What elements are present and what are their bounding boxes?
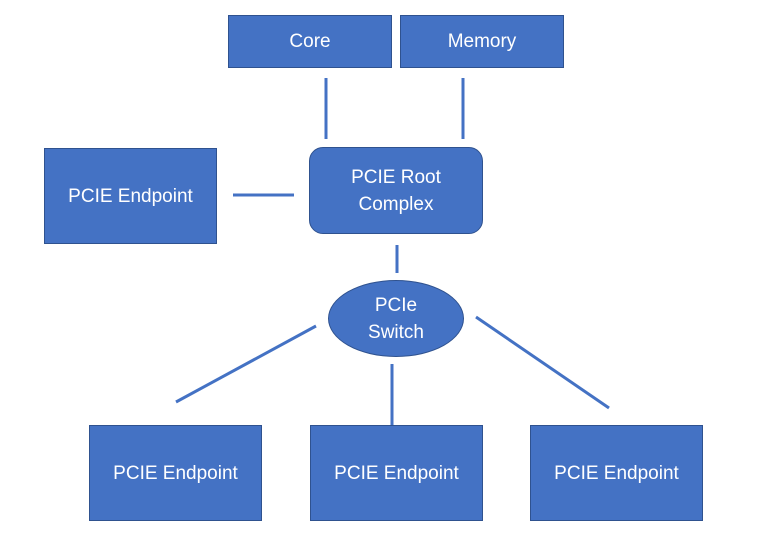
endpoint-2-label: PCIE Endpoint — [334, 462, 459, 484]
endpoint-3-label: PCIE Endpoint — [554, 462, 679, 484]
memory-box: Memory — [400, 15, 564, 68]
switch-to-endpoint-1-connector — [175, 324, 317, 404]
left-endpoint-box: PCIE Endpoint — [44, 148, 217, 244]
core-box: Core — [228, 15, 392, 68]
root-complex-label-line1: PCIE Root — [351, 166, 441, 188]
left-endpoint-label: PCIE Endpoint — [68, 185, 193, 207]
switch-label-line1: PCIe — [374, 294, 418, 316]
endpoint-box-2: PCIE Endpoint — [310, 425, 483, 521]
endpoint-box-3: PCIE Endpoint — [530, 425, 703, 521]
root-complex-box: PCIE Root Complex — [309, 147, 483, 234]
memory-label: Memory — [447, 31, 517, 52]
pcie-switch-ellipse: PCIe Switch — [328, 280, 464, 357]
root-complex-label-line2: Complex — [358, 193, 434, 215]
switch-label-line2: Switch — [368, 321, 424, 343]
core-label: Core — [289, 31, 331, 52]
endpoint-box-1: PCIE Endpoint — [89, 425, 262, 521]
switch-to-endpoint-3-connector — [475, 315, 610, 410]
endpoint-1-label: PCIE Endpoint — [113, 462, 238, 484]
